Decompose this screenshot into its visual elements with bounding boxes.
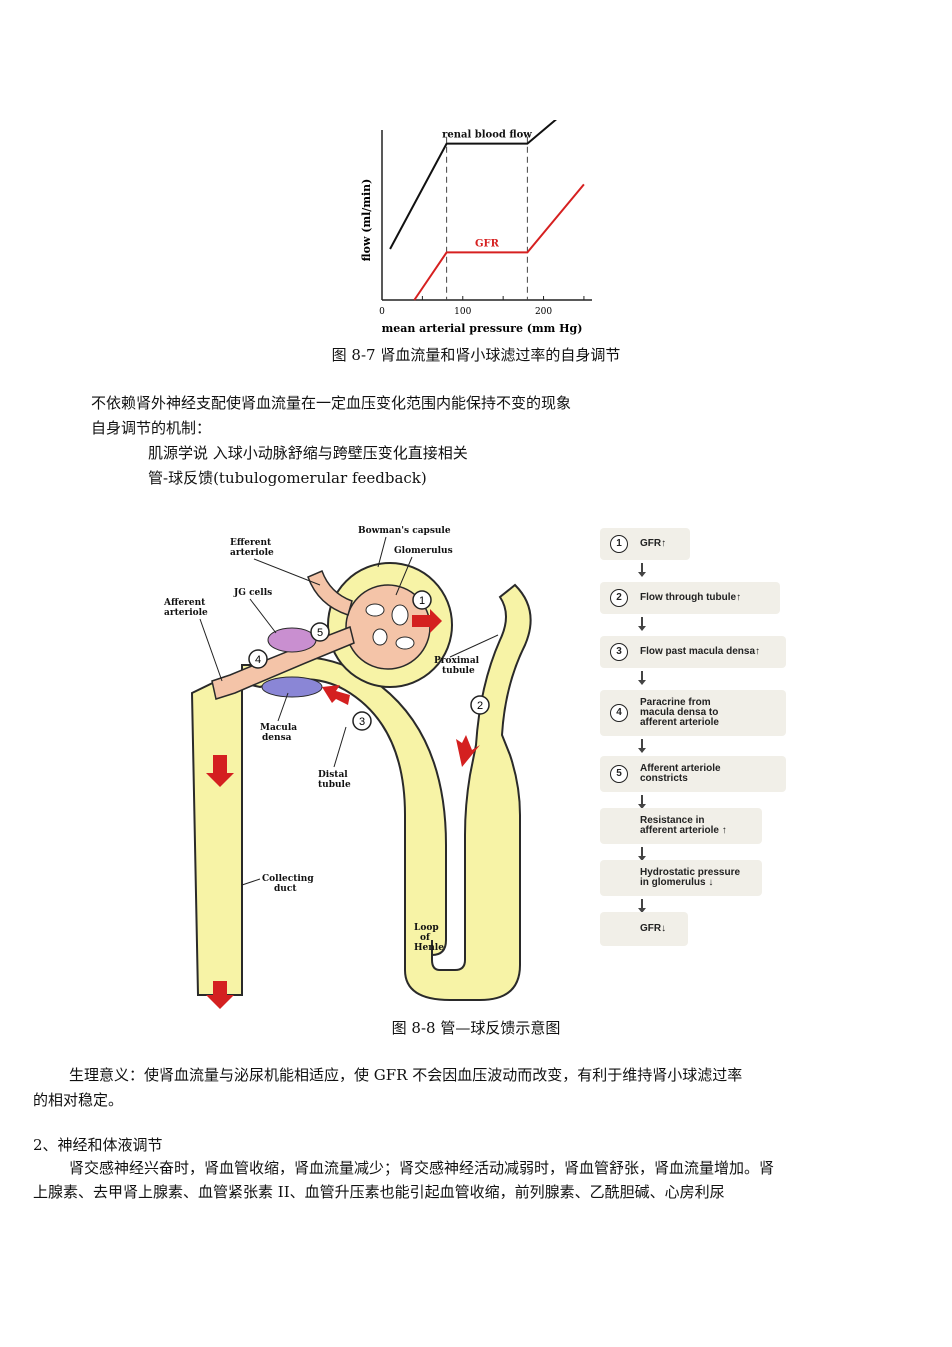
label-macula-2: densa xyxy=(262,733,292,743)
section-title-neural-humoral: 2、神经和体液调节 xyxy=(33,1136,163,1154)
step-marker-3: 3 xyxy=(352,711,372,731)
label-efferent-2: arteriole xyxy=(230,548,274,558)
flow-step-8: GFR↓ xyxy=(600,912,688,946)
flow-step-label: GFR↓ xyxy=(640,923,667,934)
flow-step-1: 1 GFR↑ xyxy=(600,528,690,560)
flow-step-3: 3 Flow past macula densa↑ xyxy=(600,636,786,668)
step-marker-2: 2 xyxy=(470,695,490,715)
label-loop-3: Henle xyxy=(414,943,444,953)
chart-x-tick-label: 0 xyxy=(379,307,385,317)
flow-arrow-3 xyxy=(322,685,350,705)
label-collecting-2: duct xyxy=(274,884,297,894)
label-jg-cells: JG cells xyxy=(233,588,272,598)
svg-text:2: 2 xyxy=(477,700,483,712)
flow-arrow-1 xyxy=(412,609,442,633)
svg-text:4: 4 xyxy=(255,654,261,666)
flow-step-number: 3 xyxy=(610,643,628,661)
figure-8-7-caption: 图 8-7 肾血流量和肾小球滤过率的自身调节 xyxy=(331,346,621,364)
chart-series-line xyxy=(413,183,585,301)
mechanism-title: 自身调节的机制： xyxy=(91,419,212,437)
flow-step-label: Resistance in afferent arteriole ↑ xyxy=(640,815,727,836)
collecting-duct xyxy=(190,675,243,996)
label-afferent-2: arteriole xyxy=(164,608,208,618)
label-afferent-1: Afferent xyxy=(163,598,206,608)
chart-x-tick-label: 100 xyxy=(454,307,471,317)
nephron-diagram: 1 2 3 4 5 Bowman's capsule Glomerulus Ef… xyxy=(163,526,532,1009)
flow-step-2: 2 Flow through tubule↑ xyxy=(600,582,780,614)
svg-text:5: 5 xyxy=(317,627,323,639)
mechanism-tgf: 管-球反馈(tubulogomerular feedback) xyxy=(148,469,427,487)
flow-step-5: 5 Afferent arteriole constricts xyxy=(600,756,786,792)
flow-arrow-collecting-1 xyxy=(206,755,234,787)
macula-densa xyxy=(261,676,323,698)
label-glomerulus: Glomerulus xyxy=(394,546,453,556)
flow-arrow-2 xyxy=(456,735,480,767)
label-loop-1: Loop xyxy=(414,923,439,933)
mechanism-myogenic: 肌源学说 入球小动脉舒缩与跨壁压变化直接相关 xyxy=(148,444,468,462)
flow-step-number: 4 xyxy=(610,704,628,722)
significance-line-1: 生理意义：使肾血流量与泌尿机能相适应，使 GFR 不会因血压波动而改变，有利于维… xyxy=(69,1066,743,1084)
svg-text:1: 1 xyxy=(419,595,425,607)
flow-step-7: Hydrostatic pressure in glomerulus ↓ xyxy=(600,860,762,896)
chart-series-label: GFR xyxy=(475,238,500,249)
autoregulation-definition: 不依赖肾外神经支配使肾血流量在一定血压变化范围内能保持不变的现象 xyxy=(91,394,572,412)
label-bowmans-capsule: Bowman's capsule xyxy=(358,526,451,536)
chart-ylabel: flow (ml/min) xyxy=(360,179,373,262)
chart-series-label: renal blood flow xyxy=(442,130,532,141)
flow-step-label: Flow through tubule↑ xyxy=(640,592,742,603)
paragraph-line-1: 肾交感神经兴奋时，肾血管收缩，肾血流量减少；肾交感神经活动减弱时，肾血管舒张，肾… xyxy=(69,1159,775,1177)
step-marker-4: 4 xyxy=(248,649,268,669)
chart-xlabel: mean arterial pressure (mm Hg) xyxy=(382,322,583,335)
label-efferent-1: Efferent xyxy=(230,538,272,548)
flow-step-label: Flow past macula densa↑ xyxy=(640,646,761,657)
label-distal-1: Distal xyxy=(318,770,348,780)
significance-line-2: 的相对稳定。 xyxy=(33,1091,124,1109)
flow-step-number: 2 xyxy=(610,589,628,607)
loop-of-henle xyxy=(404,583,532,1001)
figure-8-8-caption: 图 8-8 管—球反馈示意图 xyxy=(391,1019,561,1037)
chart-x-tick-label: 200 xyxy=(535,307,552,317)
flow-step-label: Hydrostatic pressure in glomerulus ↓ xyxy=(640,867,741,888)
label-distal-2: tubule xyxy=(318,780,351,790)
step-marker-5: 5 xyxy=(310,622,330,642)
step-marker-1: 1 xyxy=(412,590,432,610)
paragraph-line-2: 上腺素、去甲肾上腺素、血管紧张素 II、血管升压素也能引起血管收缩，前列腺素、乙… xyxy=(33,1183,725,1201)
label-loop-2: of xyxy=(420,933,431,943)
label-macula-1: Macula xyxy=(260,723,297,733)
chart-series-line xyxy=(389,120,557,250)
flow-step-6: Resistance in afferent arteriole ↑ xyxy=(600,808,762,844)
label-collecting-1: Collecting xyxy=(262,874,314,884)
flow-step-label: Afferent arteriole constricts xyxy=(640,763,721,784)
svg-text:3: 3 xyxy=(359,716,365,728)
flow-arrow-collecting-2 xyxy=(206,981,234,1009)
flow-step-label: GFR↑ xyxy=(640,538,667,549)
flow-step-4: 4 Paracrine from macula densa to afferen… xyxy=(600,690,786,736)
label-proximal-2: tubule xyxy=(442,666,475,676)
label-proximal-1: Proximal xyxy=(434,656,480,666)
flow-step-number: 5 xyxy=(610,765,628,783)
flow-step-label: Paracrine from macula densa to afferent … xyxy=(640,697,719,728)
flow-step-number: 1 xyxy=(610,535,628,553)
efferent-arteriole xyxy=(307,569,353,616)
